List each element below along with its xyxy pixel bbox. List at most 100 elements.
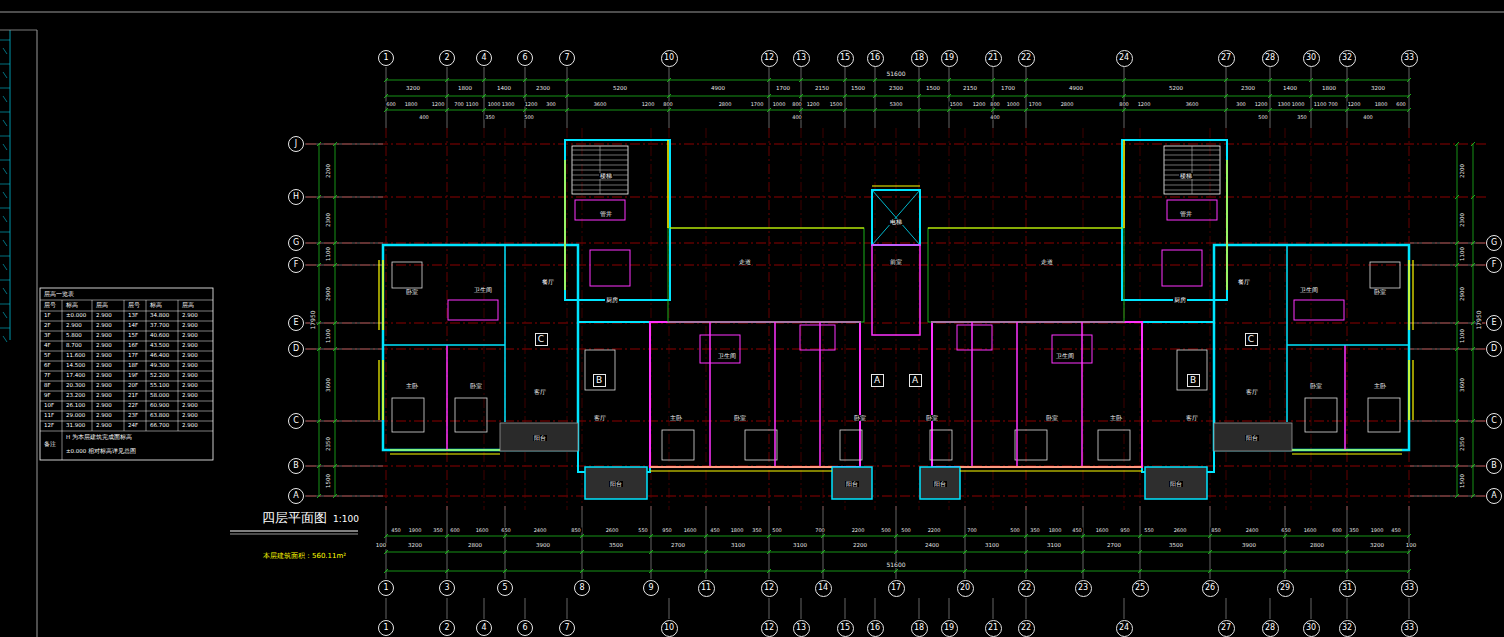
- axis-leader: [1409, 598, 1410, 619]
- dimension-tick: [580, 569, 584, 573]
- elevator-shaft: [872, 190, 920, 245]
- axis-number: 16: [870, 624, 880, 632]
- table-cell: 2.900: [95, 333, 113, 339]
- dimension-tick: [565, 94, 569, 98]
- title-block-tick: [0, 280, 10, 281]
- dimension-tick: [384, 534, 388, 538]
- title-block-tick: [0, 40, 10, 41]
- axis-number: 24: [1119, 54, 1129, 62]
- dimension-tick: [1024, 108, 1028, 112]
- dimension-tick: [767, 78, 771, 82]
- axis-number: 2: [444, 54, 449, 62]
- axis-bubble: 4: [476, 620, 492, 636]
- wall-line: [382, 260, 384, 330]
- floor-height-table: [40, 288, 213, 460]
- wall-line: [1192, 146, 1193, 194]
- window-line: [872, 185, 920, 186]
- dimension-tick: [317, 347, 321, 351]
- stair: [572, 146, 628, 194]
- axis-number: 27: [1221, 54, 1231, 62]
- axis-number: 10: [664, 54, 674, 62]
- unit-letter: C: [538, 335, 544, 344]
- table-cell: 2.900: [181, 313, 199, 319]
- room-name: 卫生间: [717, 353, 737, 359]
- axis-leader: [845, 598, 846, 619]
- axis-leader: [1270, 598, 1271, 619]
- axis-number: E: [293, 319, 298, 327]
- room-name: 主卧: [669, 415, 683, 421]
- dimension-tick: [963, 534, 967, 538]
- table-cell: 5.800: [65, 333, 83, 339]
- shaft: [1167, 200, 1217, 220]
- axis-bubble: 30: [1303, 50, 1320, 67]
- wall-outline: [1142, 322, 1214, 472]
- dimension-text: 3200: [407, 543, 423, 549]
- axis-bubble: 2: [439, 50, 455, 66]
- kitchen-fixture: [590, 250, 630, 286]
- room-name: 卧室: [733, 415, 747, 421]
- axis-leader: [386, 67, 387, 128]
- dimension-text: 400: [418, 115, 430, 120]
- dimension-text: 2350: [326, 436, 332, 452]
- unit-letter: B: [1190, 376, 1196, 385]
- axis-number: F: [294, 261, 299, 269]
- axis-number: D: [1491, 345, 1497, 353]
- axis-bubble: B: [288, 458, 304, 474]
- axis-number: B: [293, 462, 299, 470]
- overall-dimension: 51600: [885, 71, 906, 77]
- dimension-tick: [333, 263, 337, 267]
- wall-line: [564, 160, 565, 290]
- axis-number: 33: [1404, 584, 1414, 592]
- axis-line: [1083, 128, 1084, 510]
- dimension-tick: [1455, 195, 1459, 199]
- room-name: 走道: [738, 259, 752, 265]
- table-rule: [40, 300, 213, 301]
- table-cell: 15F: [127, 333, 139, 339]
- dimension-text: 1500: [1460, 473, 1466, 489]
- dimension-tick: [1224, 94, 1228, 98]
- axis-bubble: 24: [1116, 620, 1133, 637]
- dimension-tick: [1345, 569, 1349, 573]
- axis-bubble: 21: [985, 50, 1002, 67]
- axis-bubble: C: [1486, 413, 1502, 429]
- dimension-text: 350: [1029, 528, 1041, 533]
- dimension-tick: [649, 569, 653, 573]
- table-cell: 34.800: [149, 313, 170, 319]
- dimension-text: 1700: [1000, 86, 1016, 92]
- axis-number: 4: [481, 624, 486, 632]
- wall-line: [1412, 260, 1413, 330]
- table-cell: 31.900: [65, 423, 86, 429]
- dimension-text: 2900: [1460, 286, 1466, 302]
- axis-number: G: [1491, 239, 1497, 247]
- dimension-text: 1800: [1374, 102, 1389, 107]
- dimension-tick: [317, 263, 321, 267]
- axis-bubble: F: [288, 257, 304, 273]
- dimension-tick: [1122, 94, 1126, 98]
- dimension-text: 2200: [852, 543, 868, 549]
- table-rule: [40, 411, 213, 412]
- axis-leader: [669, 598, 670, 619]
- dimension-tick: [333, 494, 337, 498]
- table-cell: 备注: [43, 442, 57, 448]
- dimension-tick: [1455, 464, 1459, 468]
- dimension-text: 350: [484, 115, 496, 120]
- axis-number: 18: [914, 624, 924, 632]
- axis-leader: [823, 506, 824, 579]
- dimension-tick: [1024, 94, 1028, 98]
- dimension-text: 1100: [1460, 246, 1466, 262]
- wall-line: [383, 344, 505, 346]
- dimension-tick: [1455, 347, 1459, 351]
- axis-bubble: 29: [1277, 580, 1294, 597]
- dimension-text: 1100: [326, 246, 332, 262]
- dimension-text: 700: [1327, 102, 1339, 107]
- room-name: 阳台: [1245, 435, 1259, 441]
- axis-number: 15: [840, 54, 850, 62]
- dimension-tick: [1407, 550, 1411, 554]
- axis-line: [567, 128, 568, 510]
- dimension-text: 2600: [605, 528, 620, 533]
- room-name: 前室: [889, 259, 903, 265]
- axis-bubble: 12: [761, 580, 778, 597]
- axis-number: 33: [1404, 54, 1414, 62]
- table-cell: 2.900: [95, 423, 113, 429]
- table-cell: 66.700: [149, 423, 170, 429]
